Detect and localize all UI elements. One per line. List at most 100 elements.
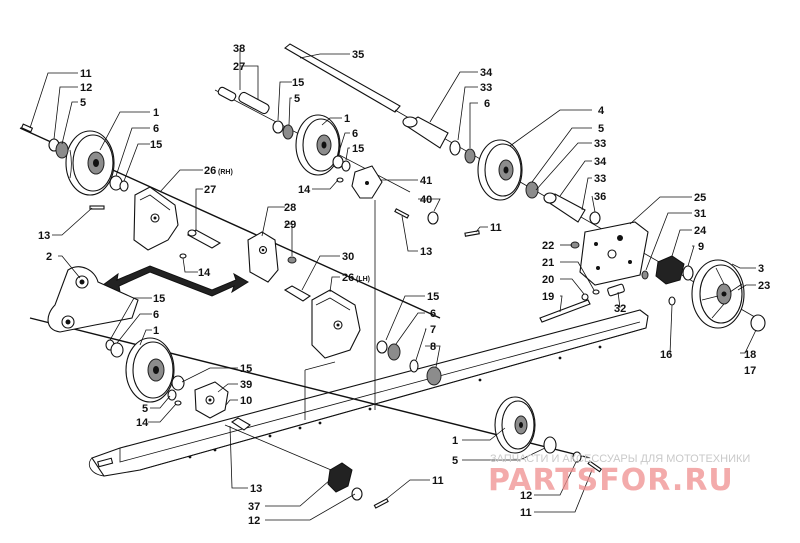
washer-16	[668, 296, 676, 306]
washer-5c	[282, 124, 294, 140]
clip-7	[409, 359, 419, 373]
label-26-rh: 26	[204, 165, 216, 177]
label-14: 14	[136, 417, 149, 429]
lower-right-wheel	[494, 396, 536, 454]
label-33: 33	[594, 173, 606, 185]
label-41: 41	[420, 175, 432, 187]
label-5: 5	[598, 123, 604, 135]
arm-2	[47, 266, 139, 333]
watermark-caption: ЗАПЧАСТИ И АКСЕССУАРЫ ДЛЯ МОТОТЕХНИКИ	[490, 453, 750, 465]
label-1: 1	[344, 113, 350, 125]
bolt-13a	[89, 205, 105, 210]
label-2: 2	[46, 251, 52, 263]
direction-arrow	[101, 265, 249, 297]
label-6: 6	[484, 98, 490, 110]
nut-14a	[179, 253, 187, 259]
label-33: 33	[594, 138, 606, 150]
label-11: 11	[490, 222, 502, 234]
label-7: 7	[430, 324, 436, 336]
spacer-30	[283, 285, 312, 302]
label-6: 6	[153, 123, 159, 135]
washer-12c	[572, 451, 582, 463]
pin-38	[217, 86, 237, 102]
label-35: 35	[352, 49, 364, 61]
nut-29	[287, 256, 297, 264]
bearing-5	[55, 141, 69, 159]
washer-20	[581, 293, 589, 301]
label-8: 8	[430, 341, 436, 353]
label-25: 25	[694, 192, 706, 204]
front-left-wheel	[65, 130, 115, 196]
washer-15e	[341, 160, 351, 172]
label-24: 24	[694, 225, 707, 237]
bolt-19	[539, 299, 591, 323]
washer-36	[589, 211, 601, 225]
label-27: 27	[233, 61, 245, 73]
washer-12b	[351, 487, 363, 501]
washer-9	[682, 265, 694, 281]
watermark: ЗАПЧАСТИ И АКСЕССУАРЫ ДЛЯ МОТОТЕХНИКИ PA…	[488, 453, 750, 498]
label-1: 1	[452, 435, 458, 447]
spacer-27b	[238, 91, 270, 115]
washer-15f	[376, 340, 388, 354]
label-40: 40	[420, 194, 432, 206]
washer-5b	[167, 389, 177, 401]
bolt-11b	[373, 498, 389, 509]
label-29: 29	[284, 219, 296, 231]
watermark-logo: PARTSFOR.RU	[488, 463, 734, 498]
label-6: 6	[153, 309, 159, 321]
label-1: 1	[153, 325, 159, 337]
shafts	[19, 43, 761, 479]
label-15: 15	[427, 291, 439, 303]
label-38: 38	[233, 43, 245, 55]
label-20: 20	[542, 274, 554, 286]
label-37: 37	[248, 501, 260, 513]
label-10: 10	[240, 395, 252, 407]
washer-33a	[449, 140, 461, 156]
label-31: 31	[694, 208, 706, 220]
label-39: 39	[240, 379, 252, 391]
washer-40	[427, 211, 439, 225]
label-11: 11	[432, 475, 444, 487]
label-15: 15	[153, 293, 165, 305]
slide-rail	[88, 309, 649, 477]
nut-14c	[336, 177, 344, 183]
label-15: 15	[150, 139, 162, 151]
rail-holes	[188, 345, 602, 459]
label-36: 36	[594, 191, 606, 203]
washer-6b	[110, 342, 124, 358]
right-upper-wheel	[477, 139, 523, 201]
label-22: 22	[542, 240, 554, 252]
label-1: 1	[153, 107, 159, 119]
hub-24	[655, 255, 685, 285]
label-5: 5	[294, 93, 300, 105]
label-11: 11	[520, 507, 532, 519]
label-12: 12	[80, 82, 92, 94]
washer-6e	[464, 148, 476, 164]
label-15: 15	[240, 363, 252, 375]
label-11: 11	[80, 68, 92, 80]
bolt-11d	[587, 460, 603, 473]
bolt-11	[20, 123, 34, 133]
bolt-13c	[394, 208, 410, 219]
label-28: 28	[284, 202, 296, 214]
label-5: 5	[142, 403, 148, 415]
cap-18	[750, 314, 766, 332]
bracket-28	[247, 231, 279, 283]
washer-5e	[543, 436, 557, 454]
label-15: 15	[292, 77, 304, 89]
nut-22	[570, 241, 580, 249]
label-13: 13	[420, 246, 432, 258]
nut-14b	[174, 400, 182, 406]
label-6: 6	[352, 128, 358, 140]
label-4: 4	[598, 105, 605, 117]
spacer-10	[231, 417, 251, 431]
label-34: 34	[594, 156, 607, 168]
label-18: 18	[744, 349, 756, 361]
label-30: 30	[342, 251, 354, 263]
label-16: 16	[660, 349, 672, 361]
label-21: 21	[542, 257, 554, 269]
bolt-11c	[464, 230, 480, 237]
label-27: 27	[204, 184, 216, 196]
